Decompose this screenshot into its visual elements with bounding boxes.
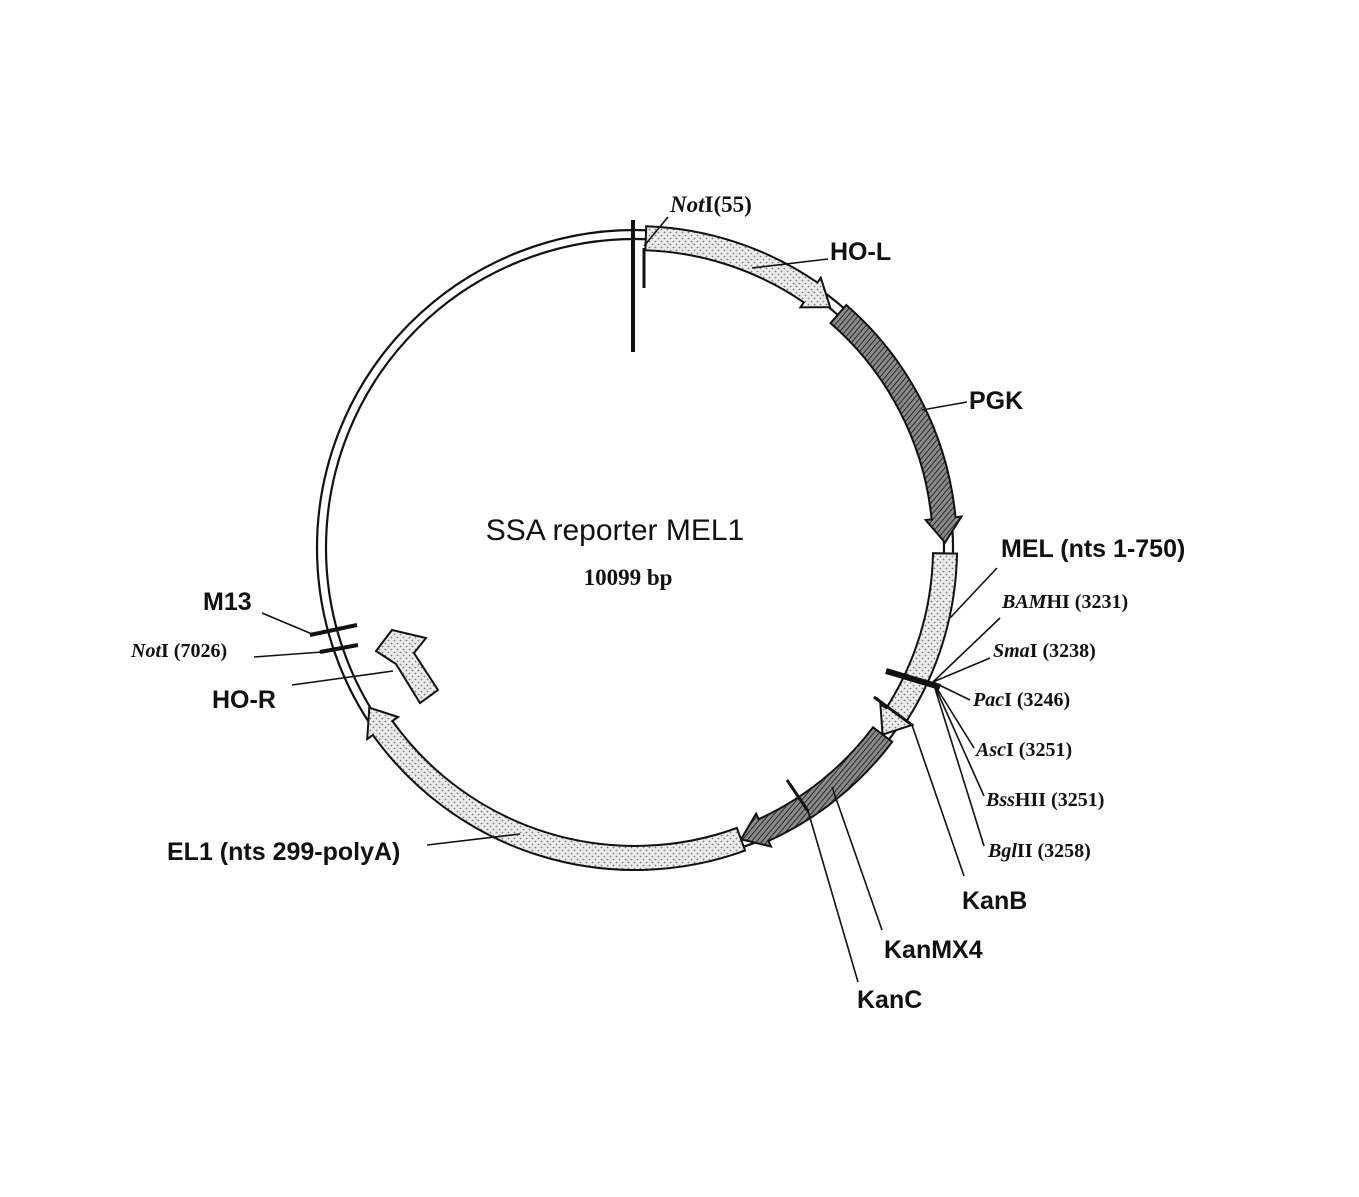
smai-rest: I (3238): [1030, 640, 1096, 662]
asci-rest: I (3251): [1006, 739, 1072, 761]
kanb-leader: [912, 725, 964, 876]
noti-7026-rest: I (7026): [161, 640, 227, 662]
label-bamhi: BAMHI (3231): [1001, 591, 1128, 613]
label-el1: EL1 (nts 299-polyA): [167, 838, 400, 866]
paci-italic: Pac: [972, 689, 1004, 711]
label-kanb: KanB: [962, 887, 1027, 915]
bglii-italic: Bgl: [987, 840, 1017, 862]
bamhi-rest: HI (3231): [1046, 591, 1128, 613]
asci-italic: Asc: [974, 739, 1006, 761]
bsshii-rest: HII (3251): [1015, 789, 1104, 811]
label-paci: PacI (3246): [972, 689, 1070, 711]
plasmid-size: 10099 bp: [584, 565, 673, 590]
label-noti-7026: NotI (7026): [130, 640, 227, 662]
feature-mel-arrow: [880, 553, 957, 734]
label-ho-r: HO-R: [212, 686, 276, 714]
smai-leader: [933, 658, 990, 682]
bsshii-italic: Bss: [985, 789, 1015, 811]
feature-kanmx4-arrow: [741, 727, 892, 846]
label-kanc: KanC: [857, 986, 922, 1014]
label-mel: MEL (nts 1-750): [1001, 535, 1185, 563]
label-m13: M13: [203, 588, 252, 616]
label-bglii: BglII (3258): [987, 840, 1091, 862]
noti-55-italic: Not: [669, 192, 705, 217]
feature-ho-l-arrow: [645, 226, 830, 307]
kanc-leader: [808, 811, 858, 982]
pgk-leader: [922, 402, 967, 410]
label-ho-l: HO-L: [830, 238, 891, 266]
label-bsshii: BssHII (3251): [985, 789, 1104, 811]
label-smai: SmaI (3238): [993, 640, 1096, 662]
label-noti-55: NotI(55): [669, 192, 752, 217]
feature-ho-r-arrow: [376, 630, 438, 703]
paci-rest: I (3246): [1004, 689, 1070, 711]
plasmid-title: SSA reporter MEL1: [486, 514, 744, 547]
smai-italic: Sma: [993, 640, 1030, 662]
bamhi-italic: BAM: [1001, 591, 1048, 613]
feature-el1-arrow: [367, 708, 745, 870]
m13-leader: [262, 613, 312, 634]
label-kanmx4: KanMX4: [884, 936, 983, 964]
bglii-rest: II (3258): [1017, 840, 1091, 862]
noti-55-rest: I(55): [705, 192, 752, 217]
noti-7026-tick: [320, 645, 358, 652]
mel-leader: [950, 568, 997, 618]
noti-7026-leader: [254, 652, 322, 657]
kanmx4-leader: [832, 787, 882, 930]
label-pgk: PGK: [969, 387, 1023, 415]
feature-pgk-arrow: [831, 305, 962, 543]
m13-tick: [310, 625, 357, 635]
noti-7026-italic: Not: [130, 640, 162, 662]
label-asci: AscI (3251): [974, 739, 1072, 761]
